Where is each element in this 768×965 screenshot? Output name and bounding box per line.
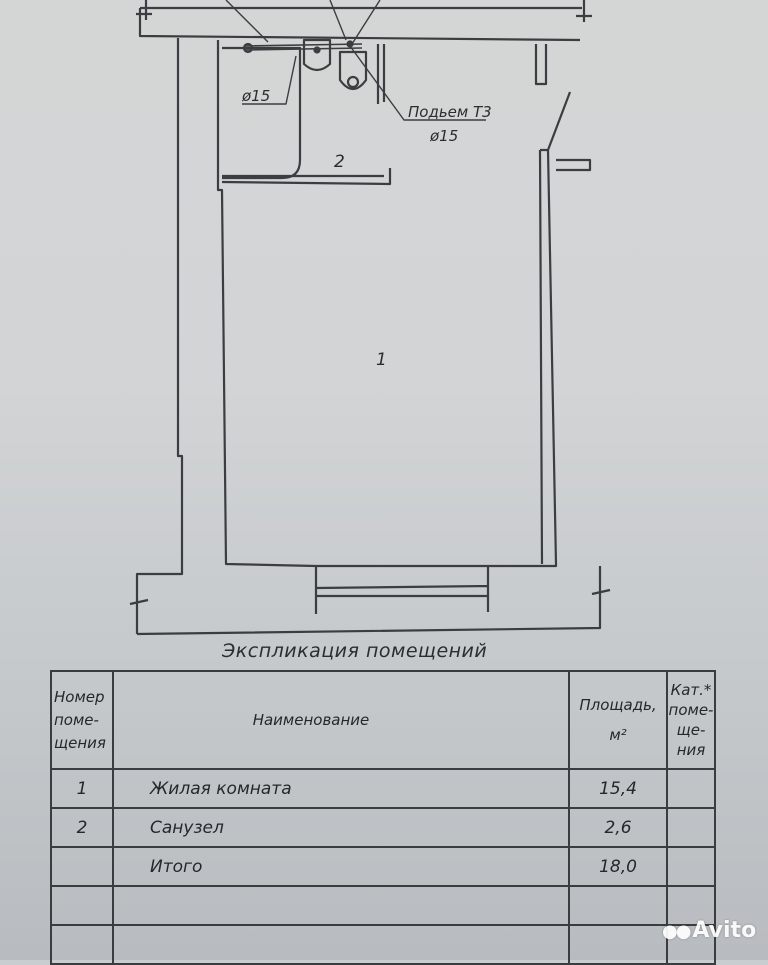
row-category bbox=[666, 924, 716, 965]
sink bbox=[338, 50, 368, 91]
toilet-tank bbox=[302, 38, 332, 72]
window-opening bbox=[314, 564, 490, 614]
right-inner-wall bbox=[538, 148, 558, 565]
row-name: Итого bbox=[112, 846, 570, 887]
avito-watermark: ●●Avito bbox=[662, 918, 757, 943]
left-inner-wall bbox=[216, 40, 317, 568]
row-area: 18,0 bbox=[568, 846, 668, 887]
row-category bbox=[666, 807, 716, 848]
top-break-marks bbox=[136, 0, 592, 22]
row-category bbox=[666, 846, 716, 887]
room2-number: 2 bbox=[334, 152, 345, 172]
row-number: 2 bbox=[50, 807, 114, 848]
header-name: Наименование bbox=[112, 670, 570, 770]
row-number bbox=[50, 924, 114, 965]
bottom-outer-wall bbox=[136, 566, 602, 636]
table-row: 1 Жилая комната 15,4 bbox=[50, 768, 716, 809]
floor-plan: ø15 Подьем Т3 ø15 2 1 bbox=[129, 0, 611, 636]
row-name: Жилая комната bbox=[112, 768, 570, 809]
row-category bbox=[666, 768, 716, 809]
row-name bbox=[112, 885, 570, 926]
row-name bbox=[112, 924, 570, 965]
riser-label: Подьем Т3 bbox=[408, 103, 492, 121]
leader-left-pipe bbox=[242, 55, 297, 105]
leader-lines-top bbox=[225, 0, 381, 45]
row-number: 1 bbox=[50, 768, 114, 809]
table-row bbox=[50, 885, 716, 926]
header-category: Кат.* поме- ще- ния bbox=[666, 670, 716, 770]
table-row: Итого 18,0 bbox=[50, 846, 716, 887]
riser-diameter-label: ø15 bbox=[429, 127, 458, 145]
header-area: Площадь, м² bbox=[568, 670, 668, 770]
left-outer-wall bbox=[135, 38, 184, 634]
right-break-mark bbox=[591, 588, 611, 596]
explication-title: Экспликация помещений bbox=[222, 640, 488, 662]
pipe-end bbox=[242, 42, 254, 54]
bathroom-partition-horizontal bbox=[221, 168, 392, 186]
right-top-stub bbox=[534, 44, 548, 86]
door-leaf bbox=[546, 91, 572, 151]
top-slab-outline bbox=[138, 6, 582, 42]
row-number bbox=[50, 846, 114, 887]
table-header-row: Номер поме- щения Наименование Площадь, … bbox=[50, 670, 716, 770]
row-area: 15,4 bbox=[568, 768, 668, 809]
row-area bbox=[568, 924, 668, 965]
row-area bbox=[568, 885, 668, 926]
row-name: Санузел bbox=[112, 807, 570, 848]
left-break-mark bbox=[129, 598, 149, 606]
bathroom-partition-vertical bbox=[376, 44, 386, 104]
table-row: 2 Санузел 2,6 bbox=[50, 807, 716, 848]
row-category bbox=[666, 885, 716, 926]
bathtub bbox=[222, 46, 302, 180]
row-area: 2,6 bbox=[568, 807, 668, 848]
table-row bbox=[50, 924, 716, 965]
explication-table: Номер поме- щения Наименование Площадь, … bbox=[50, 670, 716, 965]
right-bottom-wall bbox=[488, 564, 558, 568]
header-number: Номер поме- щения bbox=[50, 670, 114, 770]
right-protrusion bbox=[556, 158, 592, 172]
room1-number: 1 bbox=[376, 350, 387, 370]
row-number bbox=[50, 885, 114, 926]
leader-riser bbox=[349, 45, 486, 121]
pipe-left-label: ø15 bbox=[241, 87, 270, 105]
avito-logo-icon: ●● bbox=[662, 921, 691, 942]
